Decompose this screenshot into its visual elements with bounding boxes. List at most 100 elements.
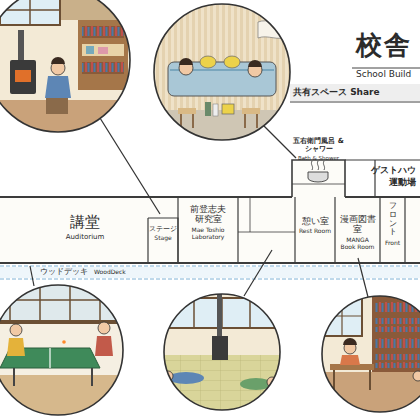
bath-vignette-part bbox=[258, 20, 288, 38]
vignette-frame bbox=[0, 285, 123, 415]
manga-room-vignette-part bbox=[413, 371, 420, 381]
leader-lines-part bbox=[358, 258, 368, 297]
bath-vignette-part bbox=[179, 58, 193, 65]
pingpong-vignette bbox=[0, 280, 130, 420]
leader-lines-part bbox=[262, 124, 296, 158]
building-walls bbox=[0, 160, 420, 279]
manga-room-vignette-part bbox=[372, 296, 420, 372]
vignette-frame bbox=[322, 296, 420, 412]
plan-title: 校舎 bbox=[356, 28, 412, 63]
vignette-frame bbox=[164, 294, 280, 410]
room-name-english: Bath & Shower bbox=[293, 155, 344, 161]
building-walls-part bbox=[0, 197, 420, 263]
room-name: 講堂 bbox=[42, 214, 128, 231]
manga-room-vignette bbox=[318, 292, 420, 416]
building-walls-part bbox=[0, 266, 420, 267]
building-walls-part bbox=[295, 197, 405, 263]
room-name: 漫画図書室 bbox=[338, 214, 377, 235]
building-walls-part bbox=[148, 218, 178, 263]
bath-vignette-part bbox=[205, 102, 211, 116]
bath-vignette-part bbox=[222, 104, 234, 114]
rest-room-vignette bbox=[160, 290, 290, 420]
manga-room-vignette-part bbox=[375, 354, 420, 368]
bath-vignette-part bbox=[150, 110, 300, 150]
stove-room-vignette-part bbox=[45, 76, 71, 98]
header-band-part bbox=[352, 68, 420, 69]
building-walls-part bbox=[0, 279, 420, 280]
pingpong-vignette-part bbox=[7, 338, 25, 356]
leader-lines bbox=[30, 118, 368, 297]
stove-room-vignette-part bbox=[18, 30, 24, 60]
stove-room-vignette-part bbox=[82, 62, 124, 74]
header-band bbox=[290, 68, 420, 102]
manga-room-vignette-part bbox=[343, 338, 357, 345]
building-walls-part bbox=[0, 262, 420, 264]
room-name: フロント bbox=[389, 202, 397, 237]
manga-room-vignette-part bbox=[318, 292, 420, 416]
title-english: School Build bbox=[356, 69, 411, 79]
pingpong-vignette-part bbox=[0, 375, 130, 420]
pingpong-vignette-part bbox=[0, 320, 130, 324]
manga-room-vignette-part bbox=[375, 336, 420, 350]
stove-room-vignette-part bbox=[46, 98, 68, 114]
stove-room-vignette-part bbox=[0, 0, 60, 25]
bath-vignette-part bbox=[200, 56, 216, 68]
bath-vignette-part bbox=[224, 56, 240, 68]
room-name-english: Stage bbox=[148, 235, 178, 242]
bath-vignette-part bbox=[168, 62, 276, 96]
room-name: ゲストハウ bbox=[350, 165, 416, 175]
room-name-english: Front bbox=[385, 240, 400, 247]
stove-room-vignette-part bbox=[15, 70, 31, 82]
laboratory-room: 前登志夫研究室Mae Toshio Laboratory bbox=[178, 200, 238, 262]
building-walls-part bbox=[0, 196, 420, 198]
bath-vignette-part bbox=[181, 114, 193, 128]
room-name-english: MANGA Book Room bbox=[338, 237, 377, 251]
manga-room-vignette-part bbox=[334, 370, 370, 390]
manga-room-vignette-part bbox=[340, 355, 360, 365]
bath-vignette-part bbox=[178, 108, 196, 114]
bath-vignette-part bbox=[248, 60, 262, 67]
stove-room-vignette-part bbox=[51, 57, 65, 64]
room-name-english: Mae Toshio Laboratory bbox=[188, 227, 228, 241]
pingpong-vignette-part bbox=[49, 348, 50, 368]
room-name-english: Auditorium bbox=[42, 233, 128, 241]
bath-vignette-part bbox=[150, 0, 300, 150]
stove-room-vignette bbox=[0, 0, 140, 140]
bath-vignette-part bbox=[245, 114, 257, 128]
room-name: ステージ bbox=[148, 225, 178, 233]
building-walls-part bbox=[178, 197, 238, 263]
auditorium-room: 講堂 Auditorium bbox=[0, 200, 148, 262]
stove-room-vignette-part bbox=[78, 20, 128, 90]
leader-lines-part bbox=[100, 118, 160, 214]
room-name-english: WoodDeck bbox=[94, 269, 126, 276]
pingpong-vignette-part bbox=[98, 322, 110, 334]
bath-vignette bbox=[150, 0, 300, 150]
guesthouse-area: ゲストハウ運動場 bbox=[348, 163, 418, 196]
leader-lines-part bbox=[244, 250, 272, 296]
building-walls-part bbox=[311, 161, 324, 170]
leader-lines-part bbox=[30, 266, 34, 286]
wood-deck: ウッドデッキ WoodDeck bbox=[40, 267, 150, 278]
stove-room-vignette-part bbox=[82, 44, 124, 56]
bath-vignette-part bbox=[242, 108, 260, 114]
stage-room: ステージ Stage bbox=[148, 219, 178, 262]
stove-room-vignette-part bbox=[0, 100, 140, 140]
building-walls-part bbox=[292, 160, 345, 197]
building-walls-part bbox=[345, 160, 420, 197]
pingpong-vignette-part bbox=[95, 336, 113, 356]
stove-room-vignette-part bbox=[86, 46, 94, 54]
header-band-part bbox=[290, 84, 420, 101]
stove-room-vignette-part bbox=[10, 60, 36, 94]
rest-room-vignette-part bbox=[165, 298, 280, 328]
pingpong-vignette-part bbox=[62, 340, 66, 344]
building-walls-part bbox=[238, 197, 295, 232]
section-heading: 共有スペース Share bbox=[293, 86, 380, 99]
header-band-part bbox=[290, 102, 420, 103]
room-name: 憩い室 bbox=[297, 216, 333, 226]
building-walls-part bbox=[308, 172, 328, 182]
stove-room-vignette-part bbox=[82, 26, 124, 38]
room-name-english: Rest Room bbox=[297, 228, 333, 235]
room-name: ウッドデッキ bbox=[40, 267, 88, 276]
stove-room-vignette-part bbox=[0, 0, 140, 140]
